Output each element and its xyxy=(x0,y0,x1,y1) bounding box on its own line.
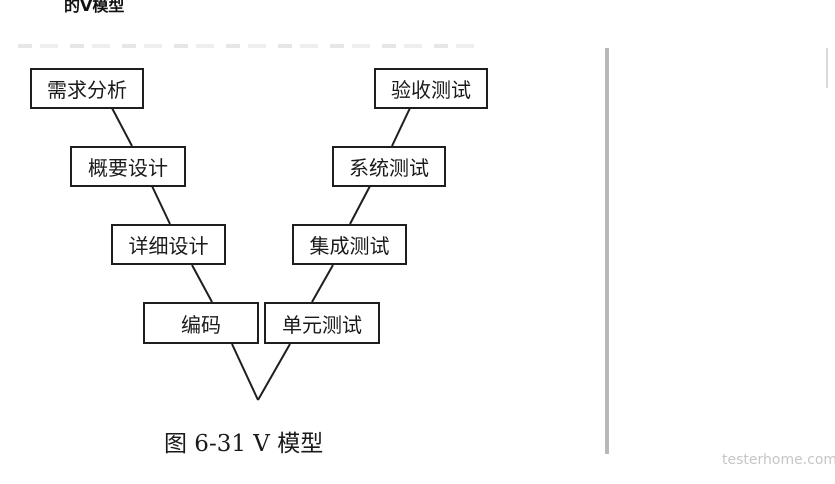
connector-line xyxy=(151,185,171,225)
box-requirements-analysis: 需求分析 xyxy=(30,68,144,109)
box-integration-testing: 集成测试 xyxy=(292,224,407,265)
connector-line xyxy=(311,264,334,303)
v-tip-right-line xyxy=(257,343,291,401)
v-tip-left-line xyxy=(231,343,259,401)
connector-line xyxy=(191,264,213,303)
box-system-testing: 系统测试 xyxy=(332,146,446,187)
box-high-level-design: 概要设计 xyxy=(70,146,186,187)
cut-off-heading: 的V模型 xyxy=(64,0,125,15)
figure-caption: 图 6-31 V 模型 xyxy=(164,431,324,457)
box-acceptance-testing: 验收测试 xyxy=(374,68,488,109)
vertical-divider xyxy=(605,48,609,454)
watermark: testerhome.com xyxy=(722,452,835,468)
box-detailed-design: 详细设计 xyxy=(111,224,226,265)
edge-artifact xyxy=(826,48,828,88)
scan-artifact-line xyxy=(18,44,480,48)
box-coding: 编码 xyxy=(143,302,259,344)
box-unit-testing: 单元测试 xyxy=(264,302,380,344)
connector-line xyxy=(111,107,133,147)
connector-line xyxy=(391,107,411,147)
connector-line xyxy=(349,185,371,225)
